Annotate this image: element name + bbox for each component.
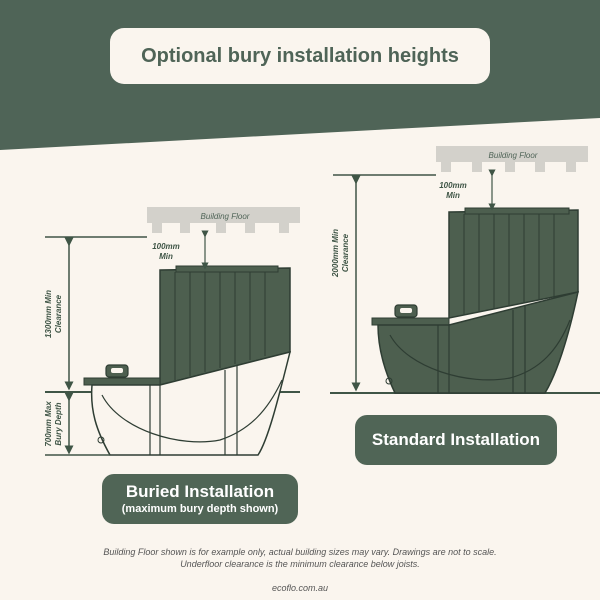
buried-clearance-label-1: 1300mm Min <box>44 290 53 338</box>
standard-gap-label-2: Min <box>446 191 460 200</box>
footnote: Building Floor shown is for example only… <box>40 546 560 570</box>
standard-tank <box>371 207 579 394</box>
standard-gap-label-1: 100mm <box>439 181 467 190</box>
buried-subtitle: (maximum bury depth shown) <box>121 503 279 515</box>
standard-installation-drawing: Building Floor 100m <box>330 146 600 394</box>
buried-installation-label: Buried Installation (maximum bury depth … <box>102 474 298 524</box>
standard-title: Standard Installation <box>371 430 541 449</box>
buried-gap-label-2: Min <box>159 252 173 261</box>
page-title: Optional bury installation heights <box>110 28 490 84</box>
buried-floor-label: Building Floor <box>201 212 250 221</box>
buried-clearance-label-2: Clearance <box>54 294 63 333</box>
standard-clearance-label-1: 2000mm Min <box>331 229 340 278</box>
standard-clearance-label-2: Clearance <box>341 233 350 272</box>
standard-building-floor: Building Floor <box>436 146 588 172</box>
buried-title: Buried Installation <box>125 482 275 501</box>
footnote-line-1: Building Floor shown is for example only… <box>103 547 497 557</box>
page-title-text: Optional bury installation heights <box>141 44 459 67</box>
website-link[interactable]: ecoflo.com.au <box>271 583 329 593</box>
buried-building-floor: Building Floor <box>147 207 300 233</box>
buried-depth-label-2: Bury Depth <box>54 402 63 445</box>
buried-gap-label-1: 100mm <box>152 242 180 251</box>
standard-floor-label: Building Floor <box>489 151 538 160</box>
standard-installation-label: Standard Installation <box>355 415 557 465</box>
footnote-line-2: Underfloor clearance is the minimum clea… <box>180 559 420 569</box>
buried-tank <box>83 265 292 456</box>
buried-depth-label-1: 700mm Max <box>44 401 53 447</box>
buried-installation-drawing: Building Floor 100m <box>44 207 300 456</box>
